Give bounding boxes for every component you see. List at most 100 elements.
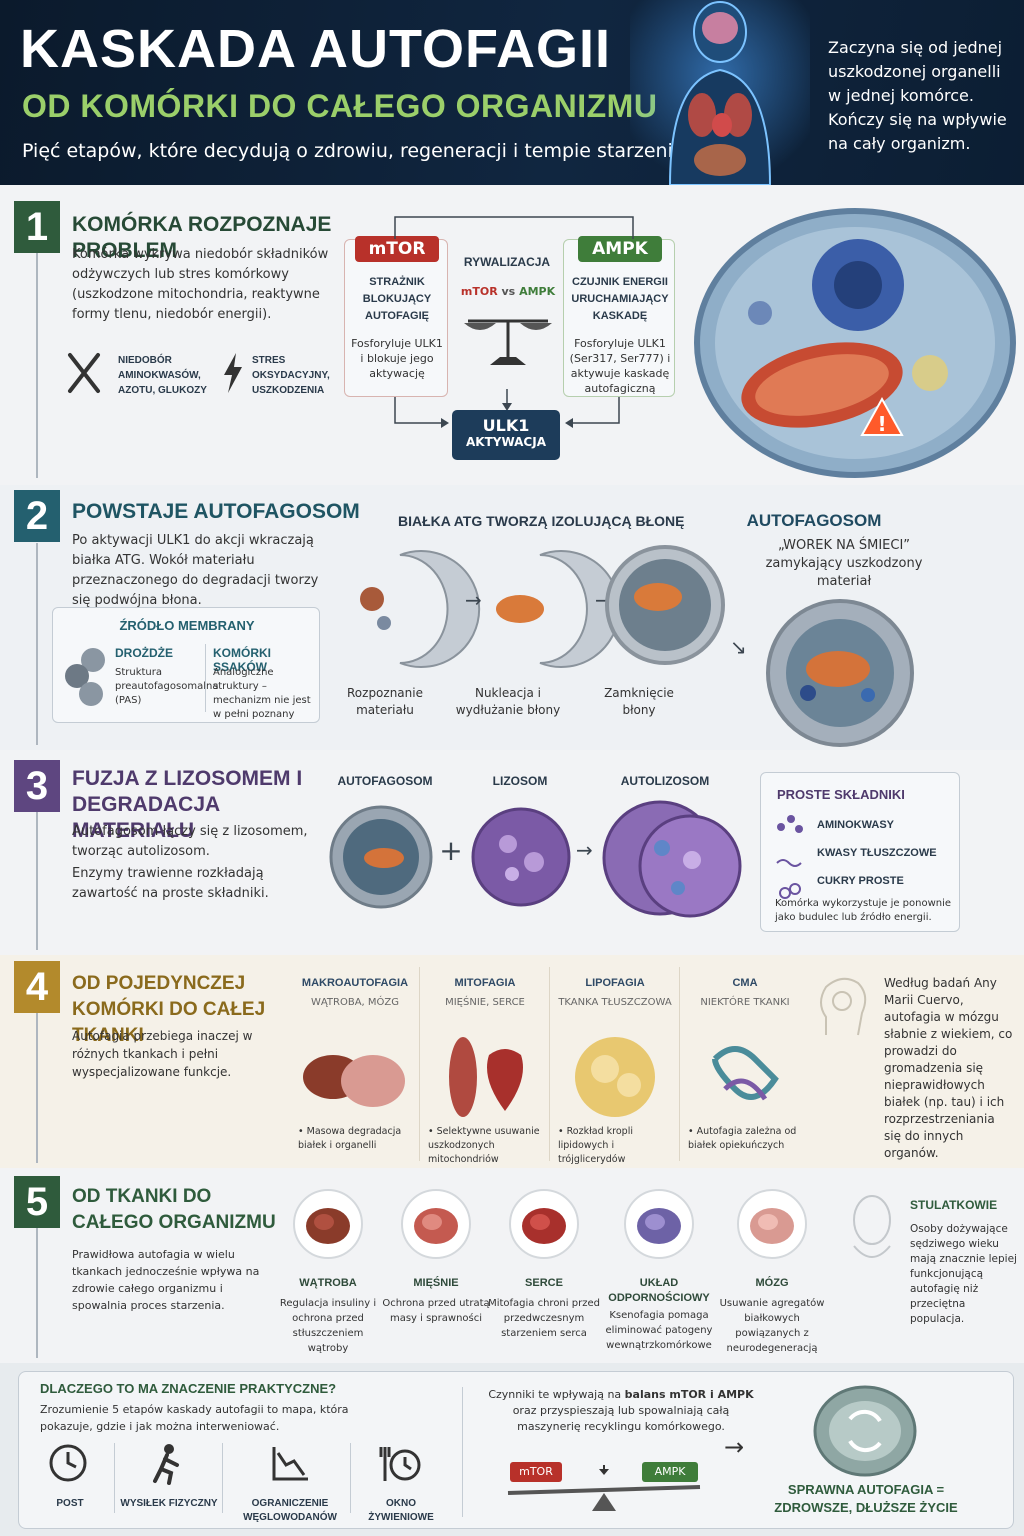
step-number-4: 4 [14,961,60,1013]
mtor-role: STRAŻNIK BLOKUJĄCY AUTOFAGIĘ [362,276,432,322]
elderly-face-icon [853,1195,891,1258]
factor-divider [350,1443,351,1513]
bottom-section: DLACZEGO TO MA ZNACZENIE PRAKTYCZNE? Zro… [0,1363,1024,1536]
factor-label-eating-window: OKNO ŻYWIENIOWE [368,1498,434,1523]
section-divider-line [36,812,38,950]
section-2-body: Po aktywacji ULK1 do akcji wkraczają bia… [72,533,319,608]
section-divider-line [36,1013,38,1163]
ulk1-activation-box: ULK1 AKTYWACJA [452,410,560,460]
ampk-card: AMPK CZUJNIK ENERGII URUCHAMIAJĄCY KASKA… [563,236,675,397]
step-label-closure: Zamknięcie błony [604,686,674,717]
balance-seesaw-icon [507,1465,701,1511]
lysosome-illustration [471,807,571,907]
damaged-cell-illustration: ! [694,208,1016,478]
atg-title: BIAŁKA ATG TWORZĄ IZOLUJĄCĄ BŁONĘ [398,513,685,529]
autophagosome-title: AUTOFAGOSOM [746,511,882,530]
brain-icon [737,1189,807,1259]
ampk-badge: AMPK [578,236,662,262]
ulk1-label: ULK1 [482,416,530,435]
arrow-right-icon: ↘ [730,635,747,659]
autophagy-type-description: • Masowa degradacja białek i organelli [298,1126,402,1151]
section-5-heading: OD TKANKI DO CAŁEGO ORGANIZMU [72,1186,276,1233]
rivalry-vs: vs [501,285,516,298]
yeast-cells-icon [65,648,105,706]
section-5: 5 OD TKANKI DO CAŁEGO ORGANIZMU Prawidło… [0,1168,1024,1363]
arrow-right-icon: → [724,1433,745,1461]
balance-text-post: oraz przyspieszają lub spowalniają całą … [512,1404,730,1433]
organ-description-immune-system: Ksenofagia pomaga eliminować patogeny we… [605,1310,713,1351]
page-tagline: Pięć etapów, które decydują o zdrowiu, r… [22,140,691,162]
section-1-heading: KOMÓRKA ROZPOZNAJE PROBLEM [72,213,332,262]
muscles-icon [401,1189,471,1259]
ulk1-activation-label: AKTYWACJA [465,435,546,449]
head-outline-icon [820,977,867,1036]
section-4-body: Autofagia przebiega inaczej w różnych tk… [72,1029,253,1079]
cascade-arrows [394,216,634,428]
balance-text: Czynniki te wpływają na balans mTOR i AM… [486,1387,756,1435]
organ-description-brain: Usuwanie agregatów białkowych powiązanyc… [719,1298,825,1354]
organ-name-heart: SERCE [525,1277,563,1289]
rivalry-mtor: mTOR [460,285,498,298]
header-banner: KASKADA AUTOFAGII OD KOMÓRKI DO CAŁEGO O… [0,0,1024,185]
centenarians-title: STULATKOWIE [910,1198,998,1212]
section-4-heading: OD POJEDYNCZEJ KOMÓRKI DO CAŁEJ TKANKI [72,973,266,1046]
organ-description-liver: Regulacja insuliny i ochrona przed stłus… [279,1298,377,1354]
step-label-nucleation: Nukleacja i wydłużanie błony [455,686,561,717]
organ-name-liver: WĄTROBA [299,1277,357,1289]
autophagy-type-description: • Selektywne usuwanie uszkodzonych mitoc… [428,1126,540,1165]
simple-components-note: Komórka wykorzystuje je ponownie jako bu… [775,898,952,923]
svg-text:→: → [465,588,482,612]
plus-sign: + [439,834,463,867]
organ-name-muscles: MIĘŚNIE [413,1277,459,1289]
autophagy-type-tissue: TKANKA TŁUSZCZOWA [558,997,672,1008]
step-number-3: 3 [14,760,60,812]
autophagy-type-illustration [449,1037,523,1117]
step-number-2: 2 [14,490,60,542]
mtor-description: Fosforyluje ULK1 i blokuje jego aktywacj… [351,337,443,380]
organ-description-heart: Mitofagia chroni przed przedwczesnym sta… [488,1298,600,1339]
rivalry-title: RYWALIZACJA [463,255,551,269]
factor-label-exercise: WYSIŁEK FIZYCZNY [120,1498,218,1509]
svg-text:!: ! [877,412,886,436]
autophagy-type-name: LIPOFAGIA [585,977,645,989]
human-body-illustration [630,0,810,185]
molecule-icons [776,815,803,899]
simple-components-box: PROSTE SKŁADNIKI AMINOKWASY KWASY TŁUSZC… [760,772,960,932]
recycling-cell-icon [813,1385,917,1477]
factor-divider [222,1443,223,1513]
icon-label-oxidative-stress: STRES OKSYDACYJNY, USZKODZENIA [252,355,330,396]
component-fatty-acids: KWASY TŁUSZCZOWE [817,847,937,859]
label-autophagosome: AUTOFAGOSOM [337,774,433,788]
centenarians-text: Osoby dożywające sędziwego wieku mają zn… [910,1223,1017,1325]
ampk-role: CZUJNIK ENERGII URUCHAMIAJĄCY KASKADĘ [571,276,669,322]
autophagy-type-name: MAKROAUTOFAGIA [301,977,409,989]
organ-name-brain: MÓZG [755,1277,789,1289]
carb-restriction-icon [272,1447,308,1481]
fork-knife-icon [68,353,100,393]
autophagy-type-illustration [712,1046,779,1101]
arrow-right-icon: → [576,838,593,862]
yeast-text: Struktura preautofagosomalna (PAS) [115,667,219,706]
immune-system-icon [624,1189,694,1259]
factor-label-fasting: POST [56,1498,84,1509]
autophagy-type-tissue: NIEKTÓRE TKANKI [700,997,790,1008]
autophagosome-illustration [766,599,914,747]
component-sugars: CUKRY PROSTE [817,875,904,887]
mammal-cells-text: Analogiczne struktury – mechanizm nie je… [213,667,311,720]
header-side-text: Zaczyna się od jednej uszkodzonej organe… [828,38,1007,153]
section-1-body: Komórka wykrywa niedobór składników odży… [72,247,329,322]
step-label-recognition: Rozpoznanie materiału [347,686,423,717]
label-lysosome: LIZOSOM [492,774,548,788]
autophagy-type-illustration [575,1037,655,1117]
exercise-icon [153,1444,179,1485]
section-3-heading: FUZJA Z LIZOSOMEM I DEGRADACJA MATERIAŁU [72,767,303,842]
section-divider-line [36,543,38,745]
mtor-card: mTOR STRAŻNIK BLOKUJĄCY AUTOFAGIĘ Fosfor… [344,236,448,397]
membrane-source-title: ŹRÓDŁO MEMBRANY [119,618,255,633]
mtor-tag: mTOR [510,1462,562,1482]
autophagy-type-illustration [303,1055,405,1107]
column-divider [205,644,206,712]
